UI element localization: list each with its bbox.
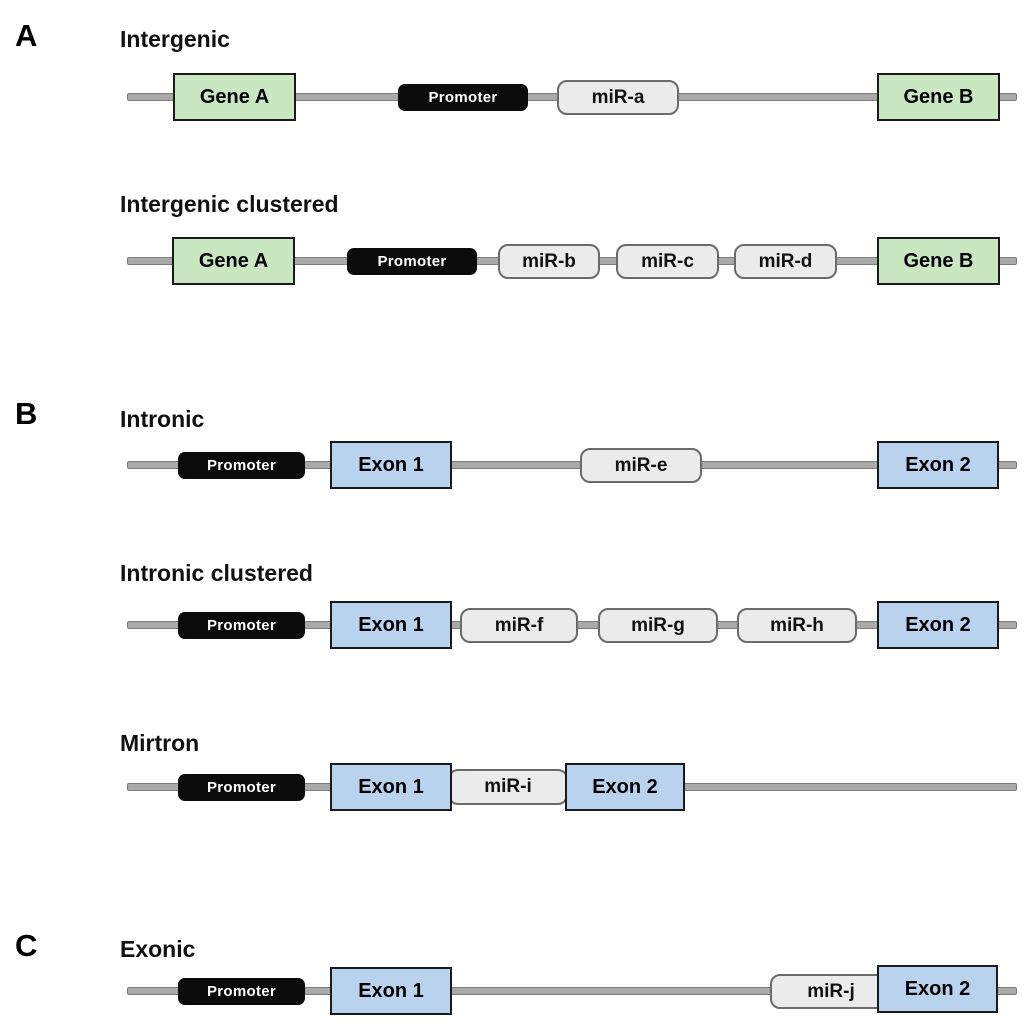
mir-f-box: miR-f (460, 608, 578, 643)
row-title-intergenic-clustered: Intergenic clustered (120, 191, 339, 217)
exon-2-box: Exon 2 (877, 601, 999, 649)
panel-letter-c: C (15, 928, 38, 963)
exon-1-box: Exon 1 (330, 967, 452, 1015)
panel-letter-b: B (15, 396, 38, 431)
panel-letter-a: A (15, 18, 38, 53)
mir-d-box: miR-d (734, 244, 837, 279)
promoter-box: Promoter (178, 612, 305, 639)
mir-e-box: miR-e (580, 448, 702, 483)
row-title-mirtron: Mirtron (120, 730, 200, 756)
promoter-box: Promoter (178, 774, 305, 801)
exon-2-box: Exon 2 (877, 441, 999, 489)
gene-a-box: Gene A (172, 237, 295, 285)
exon-2-box: Exon 2 (877, 965, 998, 1013)
row-title-intergenic: Intergenic (120, 26, 230, 52)
gene-b-box: Gene B (877, 73, 1000, 121)
mir-h-box: miR-h (737, 608, 857, 643)
mir-c-box: miR-c (616, 244, 719, 279)
promoter-box: Promoter (178, 978, 305, 1005)
dna-line (127, 987, 1017, 995)
mir-b-box: miR-b (498, 244, 600, 279)
exon-1-box: Exon 1 (330, 763, 452, 811)
promoter-box: Promoter (178, 452, 305, 479)
exon-1-box: Exon 1 (330, 601, 452, 649)
promoter-box: Promoter (398, 84, 528, 111)
row-title-intronic: Intronic (120, 406, 205, 432)
gene-b-box: Gene B (877, 237, 1000, 285)
row-title-exonic: Exonic (120, 936, 196, 962)
mir-i-box: miR-i (448, 769, 568, 805)
exon-2-box: Exon 2 (565, 763, 685, 811)
row-title-intronic-clustered: Intronic clustered (120, 560, 313, 586)
mir-a-box: miR-a (557, 80, 679, 115)
mir-g-box: miR-g (598, 608, 718, 643)
gene-a-box: Gene A (173, 73, 296, 121)
dna-line (127, 461, 1017, 469)
mir-j-box: miR-j (770, 974, 892, 1009)
promoter-box: Promoter (347, 248, 477, 275)
exon-1-box: Exon 1 (330, 441, 452, 489)
